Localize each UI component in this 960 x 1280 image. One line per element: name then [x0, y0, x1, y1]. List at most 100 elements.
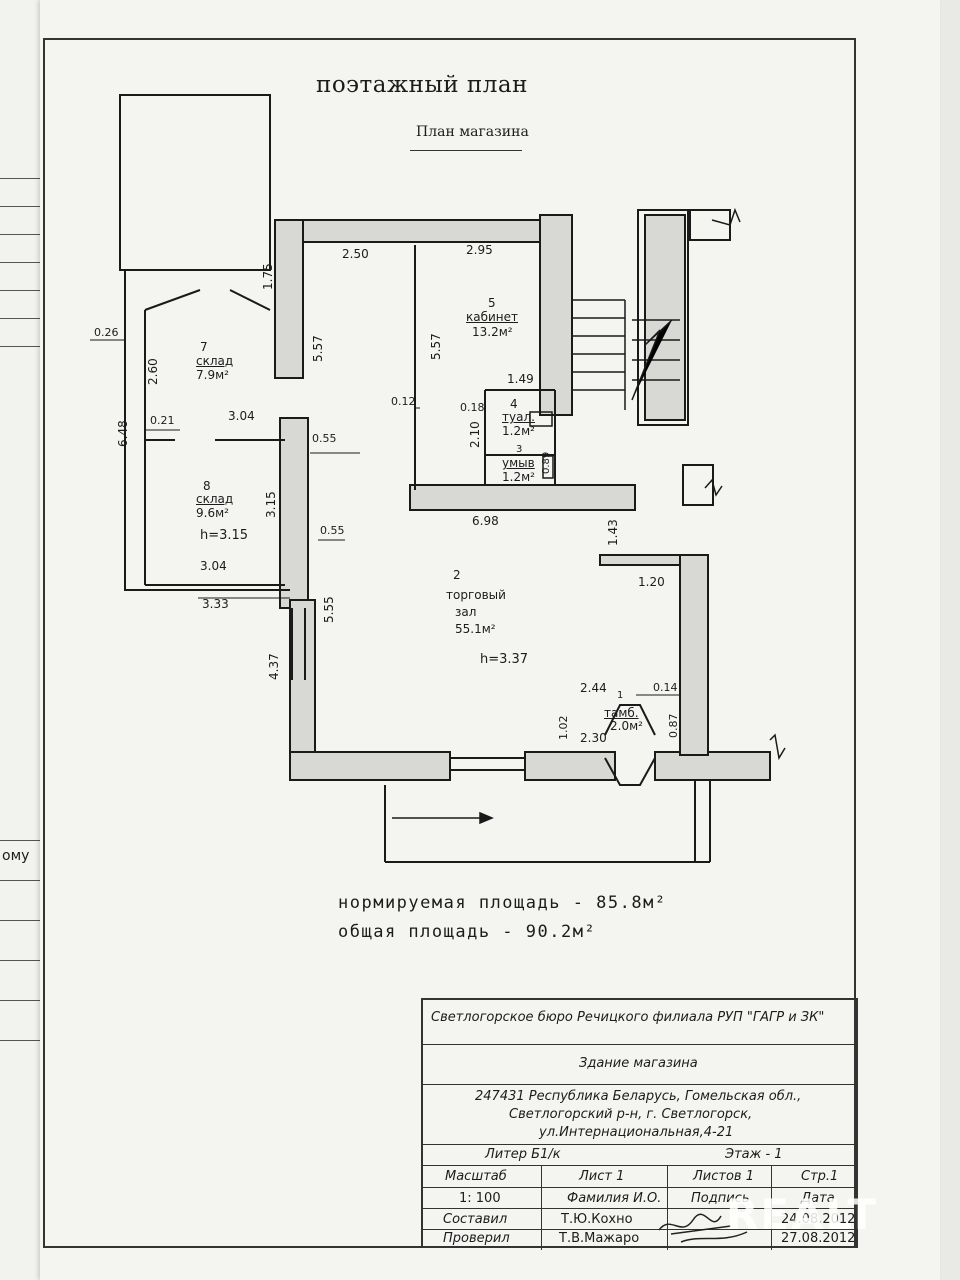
- room-4-number: 4: [510, 397, 518, 411]
- dim-3-04-upper: 3.04: [228, 409, 255, 423]
- titleblock-liter: Литер Б1/к: [485, 1147, 561, 1162]
- titleblock-composed-date: 24.08.2012: [781, 1212, 856, 1227]
- wall-top-north: [274, 219, 541, 243]
- dim-6-48: 6.48: [116, 420, 130, 447]
- dim-6-98: 6.98: [472, 514, 499, 528]
- signature-icon: [658, 1213, 748, 1243]
- dim-5-55: 5.55: [322, 596, 336, 623]
- room-5-number: 5: [488, 296, 496, 310]
- entrance-arrow: [392, 811, 494, 825]
- dim-1-02: 1.02: [557, 715, 570, 741]
- room-8-area: 9.6м²: [196, 506, 229, 520]
- room-1-area: 2.0м²: [610, 719, 643, 733]
- titleblock-building: Здание магазина: [579, 1056, 698, 1071]
- titleblock-composed-name: Т.Ю.Кохно: [561, 1212, 633, 1227]
- room-4-name: туал.: [502, 410, 535, 424]
- titleblock-address-line1: 247431 Республика Беларусь, Гомельская о…: [475, 1089, 802, 1104]
- room-1-name: тамб.: [604, 706, 639, 720]
- titleblock-checked-date: 27.08.2012: [781, 1231, 856, 1246]
- fixtures: [529, 411, 554, 479]
- normative-area-text: нормируемая площадь - 85.8м²: [338, 893, 667, 913]
- titleblock-scale-value: 1: 100: [459, 1191, 501, 1206]
- room-8-number: 8: [203, 479, 211, 493]
- dimension-lines: [90, 339, 680, 696]
- wall-south-left: [289, 751, 451, 781]
- dim-0-89: 0.89: [541, 451, 552, 474]
- dim-3-15: 3.15: [264, 491, 278, 518]
- titleblock-divider: [423, 1208, 856, 1209]
- plan-subtitle: План магазина: [416, 124, 529, 140]
- titleblock-divider: [423, 1084, 856, 1085]
- titleblock-sheet-header: Лист 1: [579, 1169, 625, 1184]
- titleblock-org: Светлогорское бюро Речицкого филиала РУП…: [431, 1010, 825, 1025]
- titleblock-address-line2: Светлогорский р-н, г. Светлогорск,: [509, 1107, 753, 1122]
- room-2-name-line2: зал: [455, 605, 477, 619]
- titleblock-checked-label: Проверил: [443, 1231, 510, 1246]
- dim-3-04-lower: 3.04: [200, 559, 227, 573]
- room-3-number: 3: [516, 444, 523, 455]
- titleblock-divider: [423, 1187, 856, 1188]
- titleblock-checked-name: Т.В.Мажаро: [559, 1231, 640, 1246]
- page-title: поэтажный план: [316, 72, 528, 98]
- room-2-number: 2: [453, 568, 461, 582]
- dim-0-26: 0.26: [94, 326, 119, 339]
- exterior-extension: [119, 94, 271, 271]
- titleblock-page-header: Стр.1: [801, 1169, 839, 1184]
- wall-left-upper: [274, 219, 304, 379]
- titleblock-divider: [423, 1229, 856, 1230]
- room-5-area: 13.2м²: [472, 325, 513, 339]
- wall-south-right: [654, 751, 771, 781]
- room-1-number: 1: [617, 690, 624, 701]
- room-2-area: 55.1м²: [455, 622, 496, 636]
- room-3-area: 1.2м²: [502, 470, 535, 484]
- room-2-height: h=3.37: [480, 652, 529, 667]
- room-4-area: 1.2м²: [502, 424, 535, 438]
- titleblock-name-header: Фамилия И.О.: [567, 1191, 662, 1206]
- dim-0-55-upper: 0.55: [312, 432, 337, 445]
- total-area-text: общая площадь - 90.2м²: [338, 922, 597, 942]
- dim-2-30: 2.30: [580, 731, 607, 745]
- dim-0-21: 0.21: [150, 414, 175, 427]
- dim-3-33: 3.33: [202, 597, 229, 611]
- titleblock-divider: [423, 1144, 856, 1145]
- titleblock-date-header: Дата: [801, 1191, 835, 1206]
- titleblock-sheets-header: Листов 1: [693, 1169, 754, 1184]
- dim-5-57-right: 5.57: [429, 333, 443, 360]
- room-7-area: 7.9м²: [196, 368, 229, 382]
- realt-watermark: REALT: [726, 1190, 878, 1239]
- break-marks: [704, 207, 786, 761]
- wall-office-south: [409, 484, 636, 511]
- dim-2-10: 2.10: [468, 421, 482, 448]
- room-7-number: 7: [200, 340, 208, 354]
- wall-storage-west: [124, 270, 290, 591]
- titleblock-divider: [423, 1165, 856, 1166]
- dim-2-60: 2.60: [146, 358, 160, 385]
- dim-1-20: 1.20: [638, 575, 665, 589]
- title-block: Светлогорское бюро Речицкого филиала РУП…: [421, 998, 858, 1250]
- dim-0-18: 0.18: [460, 401, 485, 414]
- dim-2-95: 2.95: [466, 243, 493, 257]
- room-2-name-line1: торговый: [446, 588, 506, 602]
- room-7-name: склад: [196, 354, 234, 368]
- dim-0-14: 0.14: [653, 681, 678, 694]
- dim-4-37: 4.37: [267, 653, 281, 680]
- titleblock-floor: Этаж - 1: [725, 1147, 783, 1162]
- dim-0-55-lower: 0.55: [320, 524, 345, 537]
- room-8-name: склад: [196, 492, 234, 506]
- wall-stair-left: [539, 214, 573, 416]
- wall-south-mid: [524, 751, 616, 781]
- dim-2-44: 2.44: [580, 681, 607, 695]
- room-8-height: h=3.15: [200, 528, 249, 543]
- wall-east-hall: [679, 554, 709, 756]
- wall-west-hall: [289, 599, 316, 781]
- titleblock-scale-header: Масштаб: [445, 1169, 507, 1184]
- titleblock-divider: [423, 1044, 856, 1045]
- left-sheet-fragment: ому: [2, 848, 30, 864]
- dim-2-50: 2.50: [342, 247, 369, 261]
- dim-1-49: 1.49: [507, 372, 534, 386]
- dim-1-43: 1.43: [606, 519, 620, 546]
- dim-0-87: 0.87: [667, 713, 680, 739]
- room-5-name: кабинет: [466, 310, 519, 324]
- staircase: [571, 299, 680, 410]
